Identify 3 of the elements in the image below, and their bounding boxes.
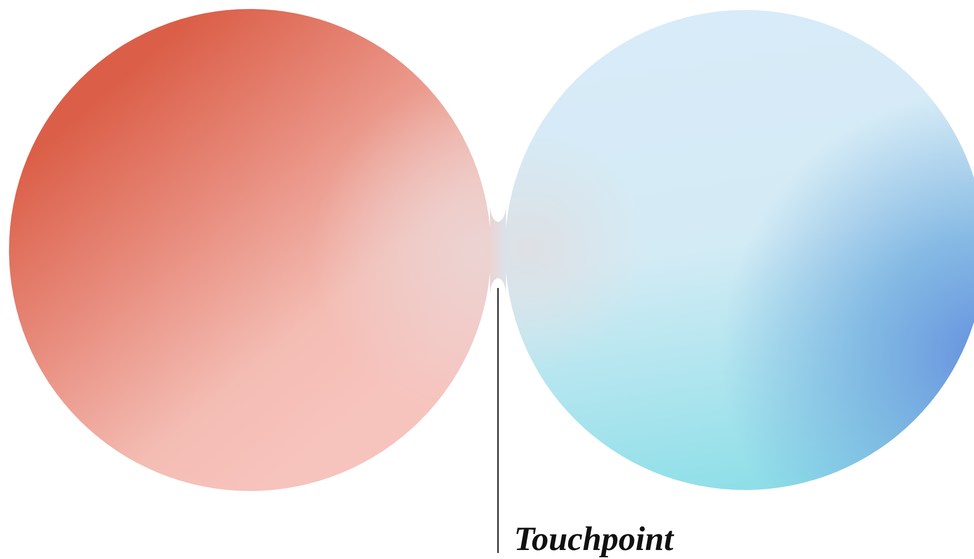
- bridge-shape: [490, 206, 506, 294]
- leader-line: [497, 288, 499, 553]
- callout-label: Touchpoint: [514, 520, 674, 559]
